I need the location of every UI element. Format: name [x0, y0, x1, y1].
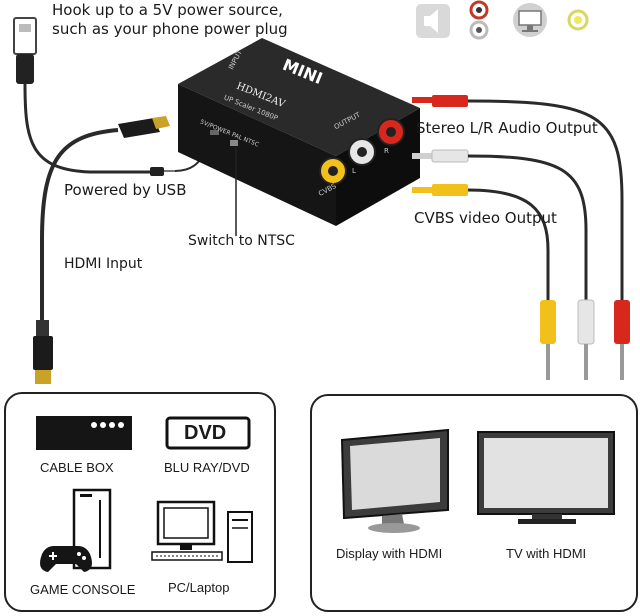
blu-ray-label: BLU RAY/DVD	[164, 460, 250, 475]
display-icons	[340, 428, 615, 533]
device-l-label: L	[352, 167, 356, 175]
cvbs-output-label: CVBS video Output	[414, 209, 557, 227]
tv-icon	[477, 431, 615, 524]
usb-plug-icon	[13, 17, 37, 84]
hdmi-plug-icon	[118, 116, 170, 138]
game-console-label: GAME CONSOLE	[30, 582, 136, 597]
tv-hdmi-label: TV with HDMI	[506, 546, 587, 561]
device-r-label: R	[384, 147, 389, 155]
hdmi2av-device	[178, 38, 420, 226]
yellow-jack-icon	[567, 9, 589, 31]
rca-audio-icon	[469, 0, 489, 40]
hdmi-input-label: HDMI Input	[64, 256, 143, 272]
cable-box-label: CABLE BOX	[40, 460, 114, 475]
monitor-icon	[513, 3, 547, 37]
hdmi-monitor-icon	[340, 428, 449, 533]
dvd-icon	[165, 416, 251, 450]
source-icons	[36, 416, 253, 572]
display-hdmi-label: Display with HDMI	[336, 546, 443, 561]
pc-laptop-icon	[151, 500, 253, 563]
stereo-output-label: Stereo L/R Audio Output	[416, 119, 598, 137]
game-console-icon	[40, 488, 112, 572]
switch-to-ntsc-label: Switch to NTSC	[188, 233, 295, 249]
header-line-2: such as your phone power plug	[52, 20, 288, 38]
dvd-logo-text: DVD	[184, 422, 227, 444]
header-line-1: Hook up to a 5V power source,	[52, 1, 283, 19]
display-devices-panel: Display with HDMI TV with HDMI	[310, 394, 638, 612]
source-devices-panel: DVD CABLE BOX BLU RAY/DVD GAME CONSOLE P…	[4, 392, 276, 612]
pc-laptop-label: PC/Laptop	[168, 580, 230, 595]
cable-box-icon	[36, 416, 132, 450]
speaker-icon	[416, 4, 450, 38]
powered-by-usb-label: Powered by USB	[64, 181, 187, 199]
